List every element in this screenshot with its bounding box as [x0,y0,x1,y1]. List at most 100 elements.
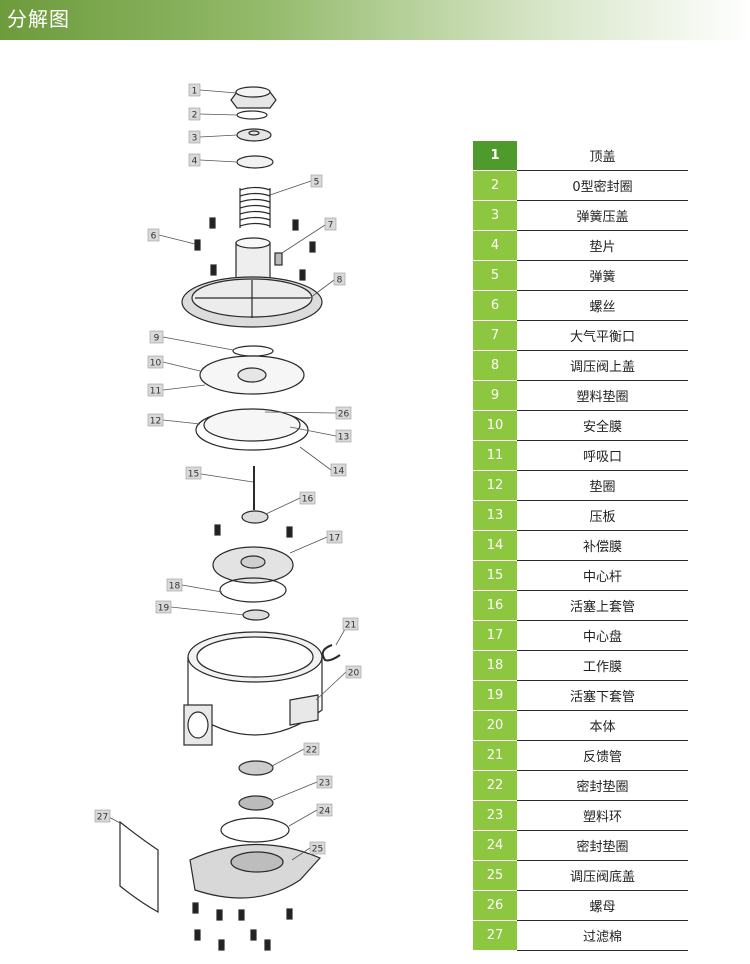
callout-11: 11 [150,387,161,397]
callout-17: 17 [329,534,340,544]
part-o-ring [236,110,268,120]
callout-8: 8 [337,276,343,286]
callout-25: 25 [312,845,323,855]
part-number: 16 [473,590,517,621]
part-name: 中心杆 [517,560,688,591]
callout-16: 16 [302,495,314,505]
part-number: 17 [473,620,517,651]
part-spring-cap [236,128,272,142]
part-air-port [274,252,283,266]
part-number: 9 [473,380,517,411]
callout-4: 4 [192,157,198,167]
part-number: 4 [473,230,517,261]
part-name: 垫片 [517,230,688,261]
part-name: 密封垫圈 [517,830,688,861]
part-name: 安全膜 [517,410,688,441]
part-number: 11 [473,440,517,471]
part-name: 塑料垫圈 [517,380,688,411]
callout-13: 13 [338,433,349,443]
part-number: 8 [473,350,517,381]
part-spring [239,186,271,228]
part-number: 10 [473,410,517,441]
callout-27: 27 [97,813,108,823]
callout-26: 26 [338,410,350,420]
callout-14: 14 [333,467,345,477]
page-title: 分解图 [7,7,70,31]
part-plastic-gasket [232,345,274,357]
part-number: 27 [473,920,517,951]
part-number: 23 [473,800,517,831]
callouts: 1 2 3 4 5 6 7 8 9 10 11 12 13 14 15 16 1… [94,83,362,861]
part-seal-washer-lower [220,817,290,843]
part-screws-middle [214,524,293,538]
part-name: 工作膜 [517,650,688,681]
part-number: 2 [473,170,517,201]
callout-1: 1 [192,87,198,97]
part-number: 6 [473,290,517,321]
part-number: 1 [473,141,517,171]
part-name: 顶盖 [517,141,688,171]
callout-20: 20 [348,669,360,679]
callout-10: 10 [150,359,162,369]
callout-15: 15 [188,470,199,480]
part-number: 15 [473,560,517,591]
part-name: 压板 [517,500,688,531]
header-bar [0,0,750,40]
part-number: 18 [473,650,517,681]
callout-18: 18 [169,582,181,592]
part-name: 活塞下套管 [517,680,688,711]
part-working-diaphragm [219,577,287,603]
part-screws-upper [194,217,316,281]
part-piston-upper-sleeve [241,510,269,524]
part-name: 调压阀上盖 [517,350,688,381]
part-number: 3 [473,200,517,231]
part-name: 本体 [517,710,688,741]
callout-19: 19 [158,604,170,614]
callout-21: 21 [345,621,356,631]
part-screws-lower [192,902,293,951]
callout-3: 3 [192,134,198,144]
part-number: 12 [473,470,517,501]
part-top-cap [230,86,277,109]
part-name: 0型密封圈 [517,170,688,201]
part-seal-washer [238,760,274,776]
callout-7: 7 [328,221,334,231]
part-name: 活塞上套管 [517,590,688,621]
callout-6: 6 [151,232,157,242]
part-name: 塑料环 [517,800,688,831]
part-name: 呼吸口 [517,440,688,471]
part-name: 螺丝 [517,290,688,321]
part-number: 24 [473,830,517,861]
callout-23: 23 [319,779,330,789]
callout-2: 2 [192,111,198,121]
part-name: 弹簧 [517,260,688,291]
part-bottom-cover [189,843,322,899]
callout-12: 12 [150,417,161,427]
part-number: 21 [473,740,517,771]
part-number: 14 [473,530,517,561]
part-valve-body [183,631,323,746]
callout-22: 22 [306,746,317,756]
part-name: 中心盘 [517,620,688,651]
part-number: 25 [473,860,517,891]
part-number: 13 [473,500,517,531]
